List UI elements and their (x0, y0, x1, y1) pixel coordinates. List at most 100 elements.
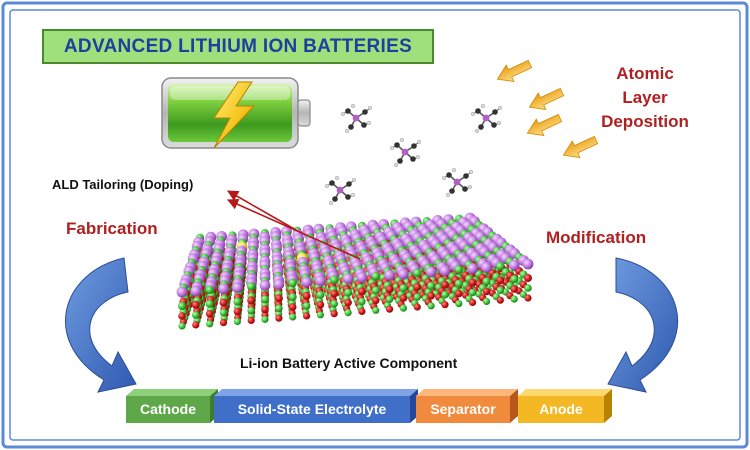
metal-atom (510, 295, 518, 303)
oxygen-atom (247, 316, 255, 324)
oxygen-atom (233, 307, 242, 316)
metal-atom (413, 268, 422, 278)
doping-label: ALD Tailoring (Doping) (52, 177, 194, 192)
oxygen-atom (358, 307, 366, 315)
lithium-atom (190, 285, 202, 297)
oxygen-atom (191, 300, 200, 309)
oxygen-atom (386, 305, 394, 313)
oxygen-atom (275, 314, 283, 322)
title-banner: ADVANCED LITHIUM ION BATTERIES (42, 29, 434, 64)
doping-arrow (227, 190, 297, 231)
metal-atom (482, 297, 491, 305)
metal-atom (206, 320, 214, 328)
metal-atom (192, 311, 200, 319)
oxygen-atom (330, 310, 338, 318)
oxygen-atom (524, 294, 532, 302)
oxygen-atom (330, 289, 339, 298)
precursor-molecule-icon (470, 103, 503, 134)
modification-label: Modification (546, 228, 647, 247)
oxygen-atom (441, 301, 449, 309)
metal-atom (358, 297, 366, 306)
metal-atom (427, 281, 436, 290)
precursor-molecule-icon (340, 103, 373, 134)
oxygen-atom (469, 298, 477, 307)
oxygen-atom (385, 285, 394, 294)
metal-atom (399, 304, 407, 312)
lithium-atom (342, 273, 354, 284)
oxygen-atom (316, 301, 325, 309)
oxygen-atom (372, 296, 380, 305)
anode-block (518, 389, 612, 423)
lithium-atom (259, 279, 271, 291)
metal-atom (454, 279, 463, 288)
lithium-atom (301, 276, 312, 288)
cathode-label: Cathode (140, 401, 196, 417)
metal-atom (289, 313, 297, 321)
oxygen-atom (302, 291, 311, 300)
inner-frame (9, 9, 741, 441)
lithium-atom (315, 275, 326, 287)
lithium-atom (232, 282, 243, 293)
oxygen-atom (288, 303, 297, 311)
metal-atom (524, 284, 532, 292)
oxygen-atom (178, 312, 186, 320)
metal-atom (316, 290, 325, 299)
metal-atom (371, 272, 380, 281)
metal-atom (455, 300, 463, 308)
oxygen-atom (399, 294, 408, 302)
metal-atom (288, 293, 297, 301)
lightning-bolt-icon (213, 81, 256, 149)
oxygen-atom (219, 319, 228, 327)
metal-atom (261, 295, 269, 304)
metal-atom (344, 288, 353, 297)
metal-atom (344, 309, 352, 317)
atomic-lattice-slab (176, 212, 534, 330)
lithium-atom (425, 266, 437, 278)
oxygen-atom (427, 292, 435, 300)
oxygen-atom (455, 289, 463, 298)
metal-atom (288, 278, 297, 288)
oxygen-atom (524, 274, 532, 282)
oxygen-atom (205, 310, 214, 318)
oxygen-atom (192, 321, 200, 329)
anode-label: Anode (539, 401, 583, 417)
modification-curved-arrow-icon (607, 257, 679, 393)
oxygen-atom (510, 285, 518, 293)
fabrication-label: Fabrication (66, 219, 158, 238)
oxygen-atom (413, 283, 422, 291)
lithium-atom (176, 286, 188, 298)
cathode-block (126, 389, 218, 423)
oxygen-atom (413, 303, 421, 311)
metal-atom (205, 285, 214, 294)
lithium-atom (273, 278, 285, 290)
lithium-atom (218, 283, 229, 294)
metal-atom (385, 295, 394, 304)
metal-atom (261, 315, 269, 323)
metal-atom (205, 299, 214, 308)
metal-atom (371, 286, 380, 295)
incoming-arrow-icon (525, 83, 567, 116)
metal-atom (496, 262, 505, 271)
oxygen-atom (468, 278, 477, 287)
metal-atom (496, 286, 505, 295)
active-component-label: Li-ion Battery Active Component (240, 355, 458, 371)
lithium-atom (356, 272, 368, 283)
metal-atom (178, 322, 186, 330)
lithium-atom (508, 259, 520, 271)
metal-atom (330, 275, 339, 284)
metal-atom (454, 265, 463, 274)
lithium-atom (384, 269, 395, 281)
metal-atom (178, 302, 186, 310)
oxygen-atom (247, 296, 256, 305)
oxygen-atom (496, 296, 504, 304)
metal-atom (468, 288, 477, 297)
oxygen-atom (219, 298, 228, 307)
ald-label: Atomic Layer Deposition (601, 64, 689, 131)
lithium-atom (522, 258, 534, 270)
incoming-arrow-icon (523, 109, 565, 142)
electrolyte-label: Solid-State Electrolyte (237, 401, 387, 417)
metal-atom (510, 275, 519, 284)
page-title: ADVANCED LITHIUM ION BATTERIES (63, 35, 413, 57)
precursor-flow-arrows (493, 55, 601, 164)
